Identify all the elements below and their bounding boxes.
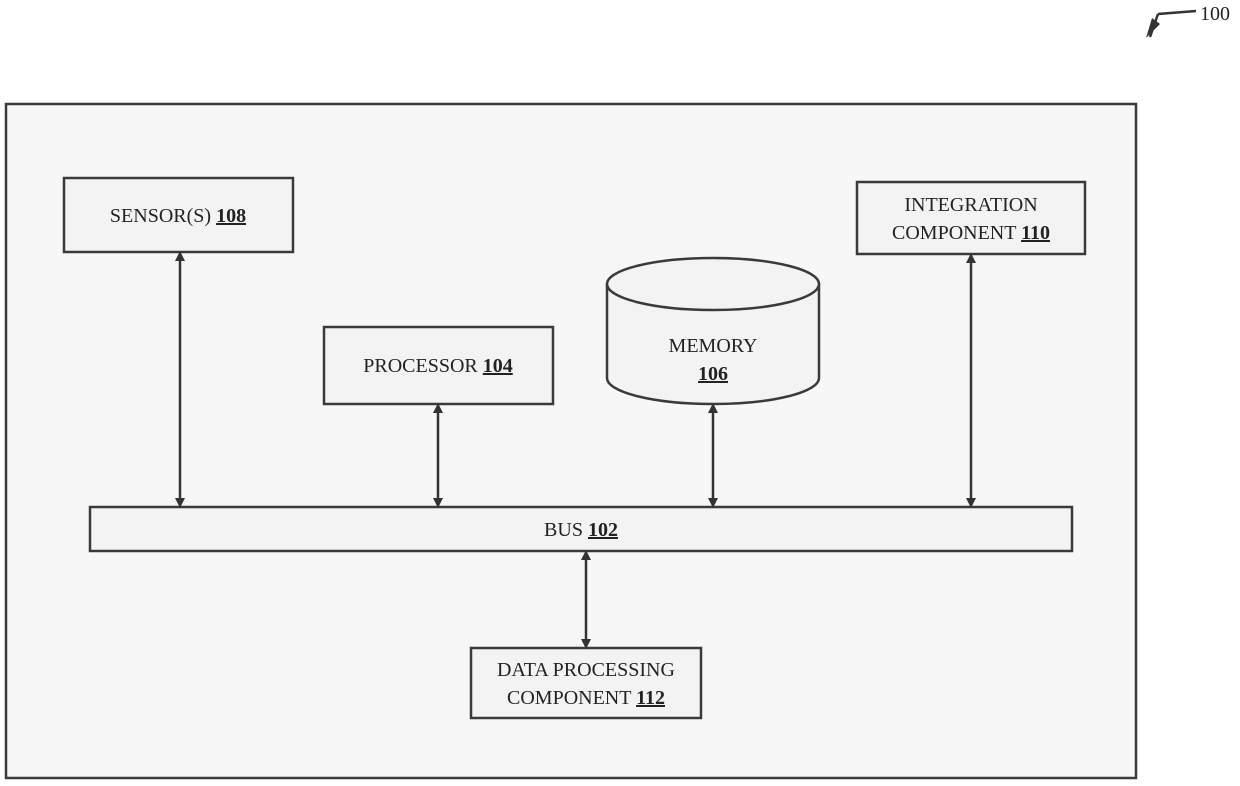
svg-text:PROCESSOR 104: PROCESSOR 104 [363, 355, 513, 377]
sensors-ref: 108 [216, 205, 246, 227]
svg-text:SENSOR(S) 108: SENSOR(S) 108 [110, 205, 246, 227]
processor-label: PROCESSOR [363, 355, 483, 377]
memory-cylinder-top [607, 258, 819, 310]
memory-label: MEMORY [669, 335, 758, 357]
processor-block: PROCESSOR 104 [324, 327, 553, 404]
processor-ref: 104 [483, 355, 513, 377]
data-processing-label-line2: COMPONENT [507, 687, 636, 709]
svg-text:BUS 102: BUS 102 [544, 519, 618, 541]
memory-ref: 106 [698, 363, 728, 385]
integration-label-line1: INTEGRATION [904, 194, 1037, 216]
integration-component-block: INTEGRATION COMPONENT 110 [857, 182, 1085, 254]
svg-text:COMPONENT 112: COMPONENT 112 [507, 687, 665, 709]
data-processing-component-block: DATA PROCESSING COMPONENT 112 [471, 648, 701, 718]
sensors-block: SENSOR(S) 108 [64, 178, 293, 252]
svg-text:COMPONENT 110: COMPONENT 110 [892, 222, 1050, 244]
figure-reference: 100 [1146, 3, 1230, 38]
bus-label: BUS [544, 519, 588, 541]
bus-block: BUS 102 [90, 507, 1072, 551]
memory-block: MEMORY 106 [607, 258, 819, 404]
integration-ref: 110 [1021, 222, 1050, 244]
integration-label-line2: COMPONENT [892, 222, 1021, 244]
figure-number: 100 [1200, 3, 1230, 25]
sensors-label: SENSOR(S) [110, 205, 216, 227]
data-processing-ref: 112 [636, 687, 665, 709]
figure-reference-arrowhead [1146, 18, 1160, 38]
data-processing-label-line1: DATA PROCESSING [497, 659, 675, 681]
bus-ref: 102 [588, 519, 618, 541]
